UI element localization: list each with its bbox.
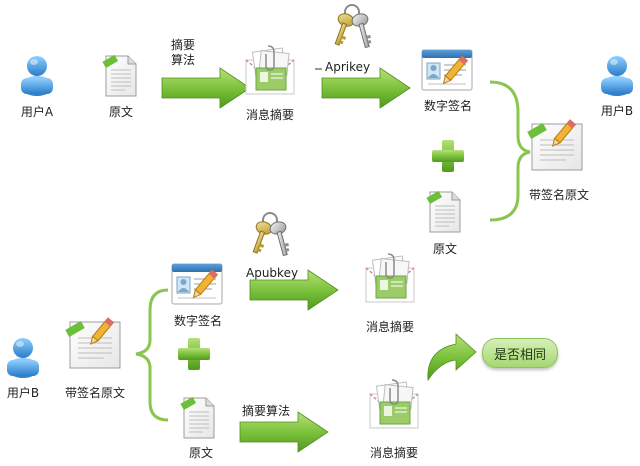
keys-icon <box>328 4 376 51</box>
user-b-icon <box>7 338 39 378</box>
message-digest-icon <box>369 379 419 429</box>
original-document-icon <box>425 190 461 233</box>
curved-arrow-icon <box>427 333 477 382</box>
digest-label-2: 消息摘要 <box>369 446 418 460</box>
plus-icon <box>432 140 464 172</box>
signed-document-icon <box>64 317 121 369</box>
digital-signature-icon <box>421 49 473 91</box>
plus-icon <box>178 338 210 370</box>
message-digest-icon <box>365 253 415 303</box>
original-label-bottom: 原文 <box>188 446 213 460</box>
user-b-label: 用户B <box>600 104 634 118</box>
user-a-icon <box>21 56 53 96</box>
user-b-label-bottom: 用户B <box>6 386 40 400</box>
user-a-label: 用户A <box>20 105 54 119</box>
encrypt-arrow <box>321 67 411 109</box>
digest-label-1: 消息摘要 <box>365 320 414 334</box>
signed-document-icon <box>526 119 583 171</box>
hash-algorithm-label: 摘要 算法 <box>170 38 195 67</box>
keys-icon <box>246 212 294 259</box>
result-badge: 是否相同 <box>482 338 558 368</box>
hash-algorithm-label-bottom: 摘要算法 <box>242 404 291 418</box>
split-bracket <box>135 288 169 422</box>
user-b-icon <box>601 56 633 96</box>
original-label: 原文 <box>108 105 133 119</box>
digest-label: 消息摘要 <box>245 108 294 122</box>
public-key-label: Apubkey <box>246 266 299 280</box>
signed-original-label: 带签名原文 <box>528 188 589 202</box>
original-document-icon <box>179 396 215 439</box>
combine-bracket <box>489 80 531 222</box>
signature-label: 数字签名 <box>423 99 472 113</box>
original-document-icon <box>101 54 137 97</box>
message-digest-icon <box>245 45 295 95</box>
original-label-2: 原文 <box>432 242 457 256</box>
private-key-label: Aprikey <box>325 60 371 74</box>
result-label: 是否相同 <box>493 347 546 363</box>
hash-arrow <box>161 67 251 109</box>
hash-arrow <box>239 411 329 453</box>
signed-original-label-bottom: 带签名原文 <box>64 386 125 400</box>
digital-signature-icon <box>171 263 223 305</box>
signature-label-bottom: 数字签名 <box>173 314 222 328</box>
